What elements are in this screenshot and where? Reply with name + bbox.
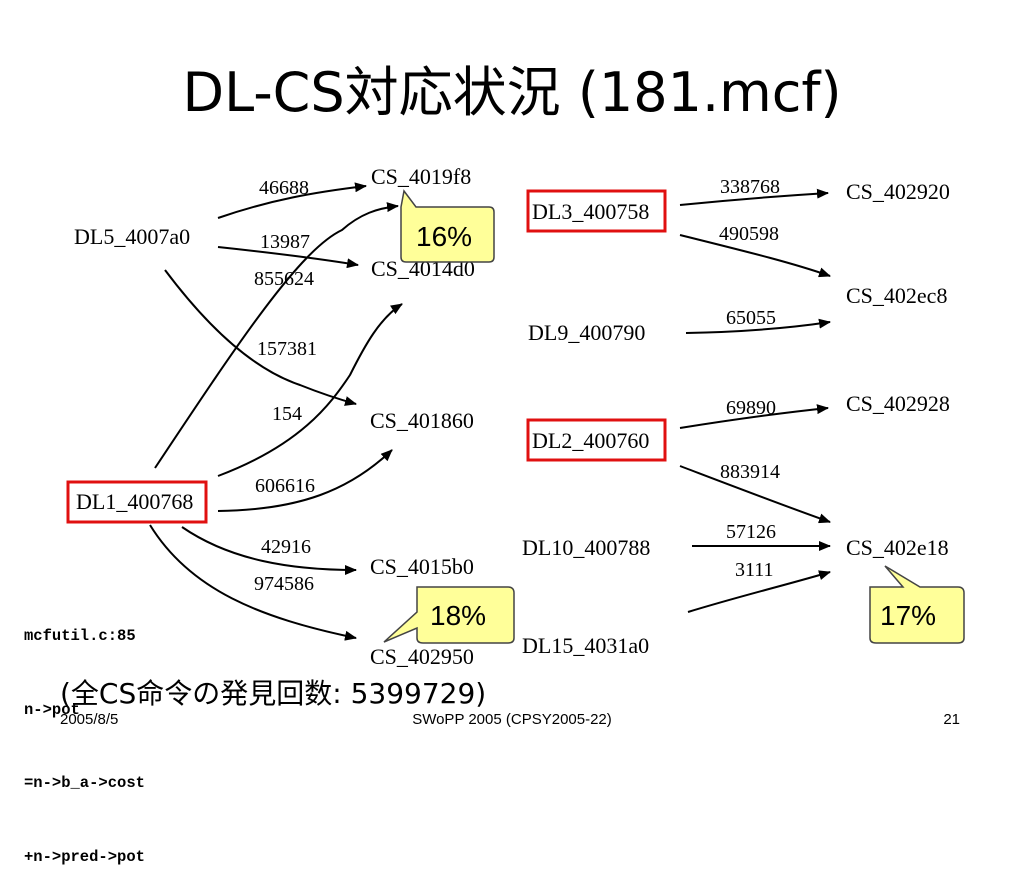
callout-17pct: 17% <box>869 565 965 644</box>
callout-18pct-text: 18% <box>430 600 486 631</box>
code-note: mcfutil.c:85 n->pot =n->b_a->cost +n->pr… <box>24 575 145 894</box>
node-cs-401860: CS_401860 <box>370 408 474 433</box>
node-cs-402920: CS_402920 <box>846 179 950 204</box>
edge-dl3-cs402ec8 <box>679 234 831 278</box>
edge-label-157381: 157381 <box>257 338 317 360</box>
footer-date: 2005/8/5 <box>60 711 119 728</box>
callout-16pct: 16% <box>400 189 495 263</box>
node-dl2-400760: DL2_400760 <box>532 428 649 453</box>
edge-dl2-cs402e18 <box>679 465 831 524</box>
footer-conference: SWoPP 2005 (CPSY2005-22) <box>412 711 612 728</box>
node-cs-4019f8: CS_4019f8 <box>371 164 471 189</box>
edge-label-606616: 606616 <box>255 475 315 497</box>
edge-dl1-cs401860 <box>217 449 393 512</box>
edge-dl5-cs4019f8 <box>217 182 367 219</box>
edge-label-13987: 13987 <box>260 231 310 253</box>
edge-dl3-cs402920 <box>679 188 829 206</box>
node-dl15-4031a0: DL15_4031a0 <box>522 633 649 658</box>
edge-dl15-cs402e18 <box>687 570 831 613</box>
node-dl9-400790: DL9_400790 <box>528 320 645 345</box>
node-cs-402950: CS_402950 <box>370 644 474 669</box>
edge-dl1-cs4015b0 <box>181 526 357 575</box>
node-cs-4015b0: CS_4015b0 <box>370 554 474 579</box>
node-dl10-400788: DL10_400788 <box>522 535 650 560</box>
edge-dl1-cs4014d0-154 <box>217 303 403 477</box>
edge-label-57126: 57126 <box>726 521 776 543</box>
node-cs-402e18: CS_402e18 <box>846 535 949 560</box>
node-cs-402ec8: CS_402ec8 <box>846 283 947 308</box>
callout-16pct-text: 16% <box>416 221 472 252</box>
edge-label-338768: 338768 <box>720 176 780 198</box>
code-note-line: =n->b_a->cost <box>24 774 145 792</box>
edge-label-974586: 974586 <box>254 573 314 595</box>
edge-dl5-cs401860 <box>164 269 357 406</box>
edge-label-154: 154 <box>272 403 302 425</box>
edge-dl2-cs402928 <box>679 404 829 429</box>
node-dl5-4007a0: DL5_4007a0 <box>74 224 190 249</box>
dl-cs-graph: DL5_4007a0 DL1_400768 CS_4019f8 CS_4014d… <box>66 164 965 669</box>
code-note-line: mcfutil.c:85 <box>24 627 136 645</box>
callout-17pct-text: 17% <box>880 600 936 631</box>
edge-label-855624: 855624 <box>254 268 314 290</box>
slide-title: DL-CS対応状況 (181.mcf) <box>182 61 842 124</box>
footer-page-number: 21 <box>943 711 960 728</box>
edge-dl1-cs4014d0-855624 <box>154 202 399 469</box>
edge-dl5-cs4014d0 <box>217 246 359 269</box>
edge-label-883914: 883914 <box>720 461 780 483</box>
edge-dl1-cs402950 <box>149 524 357 641</box>
code-note-line: n->pot <box>24 700 80 719</box>
node-cs-402928: CS_402928 <box>846 391 950 416</box>
callout-18pct: 18% <box>383 586 515 644</box>
edge-label-490598: 490598 <box>719 223 779 245</box>
highlight-box-dl3 <box>526 189 667 233</box>
highlight-box-dl1 <box>66 480 208 524</box>
edge-label-46688: 46688 <box>259 177 309 199</box>
total-count-note: (全CS命令の発見回数: 5399729) <box>60 677 487 710</box>
node-dl3-400758: DL3_400758 <box>532 199 649 224</box>
edge-label-69890: 69890 <box>726 397 776 419</box>
code-note-line: +n->pred->pot <box>24 847 145 866</box>
highlight-box-dl2 <box>526 418 667 462</box>
edge-label-42916: 42916 <box>261 536 311 558</box>
edge-dl9-cs402ec8 <box>685 318 831 334</box>
edge-label-65055: 65055 <box>726 307 776 329</box>
node-dl1-400768: DL1_400768 <box>76 489 193 514</box>
edge-label-3111: 3111 <box>735 559 774 581</box>
